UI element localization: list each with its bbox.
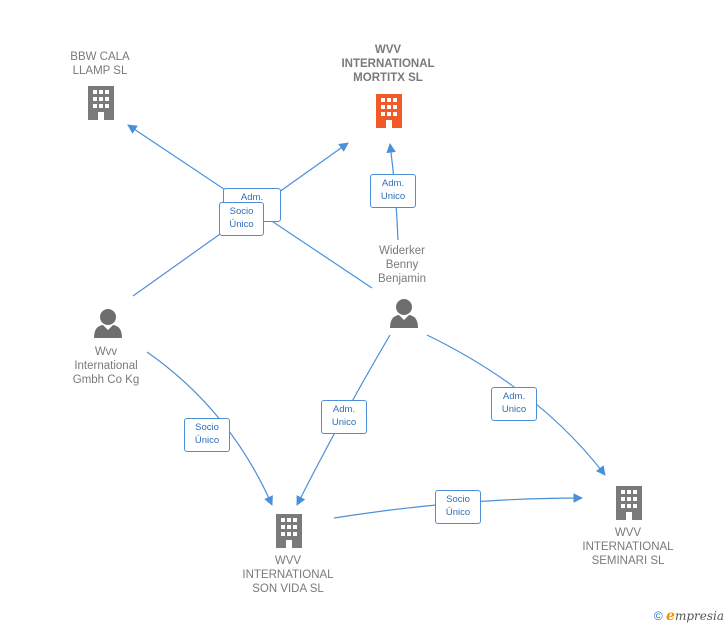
node-label-son-vida[interactable]: WVV INTERNATIONAL SON VIDA SL (242, 555, 334, 595)
building-icon (276, 514, 302, 548)
edge-label-adm-mortitx: Adm. Unico (370, 174, 416, 208)
building-icon (88, 86, 114, 120)
node-label-mortitx[interactable]: WVV INTERNATIONAL MORTITX SL (341, 44, 435, 84)
brand-initial: e (666, 608, 675, 624)
person-icon (94, 309, 122, 338)
node-label-bbw[interactable]: BBW CALA LLAMP SL (70, 51, 130, 77)
person-icon (390, 299, 418, 328)
edge-label-socio-son-vida: Socio Único (184, 418, 230, 452)
edge-label-socio-mortitx: Socio Único (219, 202, 264, 236)
node-label-widerker[interactable]: Widerker Benny Benjamin (378, 245, 426, 285)
node-label-seminari[interactable]: WVV INTERNATIONAL SEMINARI SL (582, 527, 674, 567)
node-label-wvv-gmbh[interactable]: Wvv International Gmbh Co Kg (72, 346, 140, 386)
building-icon-highlight (376, 94, 402, 128)
edge-label-socio-seminari: Socio Único (435, 490, 481, 524)
edge-label-adm-seminari: Adm. Unico (491, 387, 537, 421)
copyright-symbol: © (653, 609, 663, 623)
brand-name: mpresia (674, 609, 724, 623)
brand-logo: © empresia (654, 608, 724, 624)
edge-label-adm-son-vida: Adm. Unico (321, 400, 367, 434)
building-icon (616, 486, 642, 520)
